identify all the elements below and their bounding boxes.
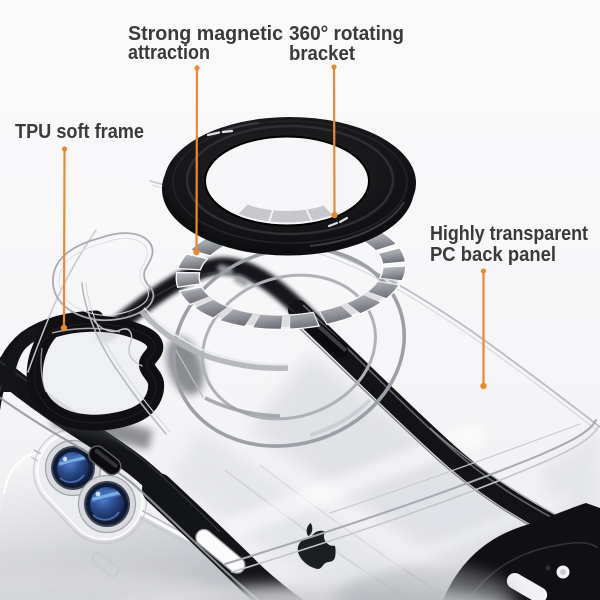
svg-text:attraction: attraction — [128, 42, 210, 64]
svg-text:Strong magnetic: Strong magnetic — [128, 23, 283, 45]
svg-text:PC back panel: PC back panel — [430, 244, 556, 266]
svg-text:Highly transparent: Highly transparent — [430, 223, 588, 245]
svg-text:TPU soft frame: TPU soft frame — [15, 121, 144, 143]
svg-text:bracket: bracket — [289, 43, 355, 65]
svg-text:360° rotating: 360° rotating — [289, 23, 404, 45]
